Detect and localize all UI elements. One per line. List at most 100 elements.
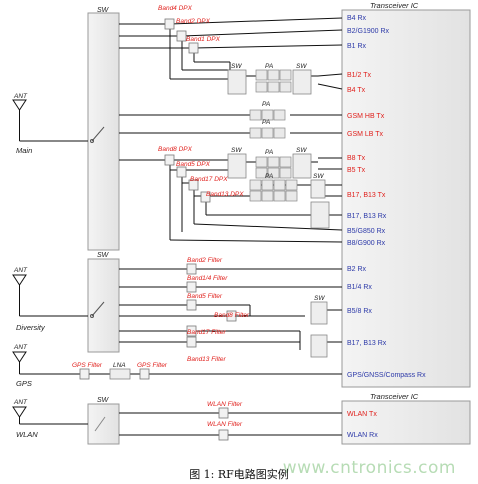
switch-wlan-symbol <box>94 416 106 432</box>
port-b2-g1900-rx: B2/G1900 Rx <box>347 28 390 35</box>
sw-pa-blocks <box>109 69 330 380</box>
dpx-band13-label: Band13 DPX <box>206 191 244 198</box>
port-b17-b13-tx: B17, B13 Tx <box>347 192 386 199</box>
sw-diversity-header: SW <box>97 252 110 259</box>
port-gsm-hb-tx: GSM HB Tx <box>347 113 385 120</box>
sw-wlan-block <box>87 403 120 445</box>
port-wlan-rx: WLAN Rx <box>347 432 378 439</box>
ant-label-diversity: ANT <box>13 267 28 274</box>
antenna-diversity-icon <box>12 274 88 317</box>
dpx-band8-label: Band8 DPX <box>158 146 193 153</box>
filter-band17-label: Band17 Filter <box>187 329 226 336</box>
ant-label-gps: ANT <box>13 344 28 351</box>
filter-band13-label: Band13 Filter <box>187 356 226 363</box>
sw-main-block <box>87 12 120 251</box>
filter-gps2-box <box>139 368 150 380</box>
ant-label-main: ANT <box>13 93 28 100</box>
filter-band2-box <box>186 263 197 275</box>
sw-label-5: SW <box>313 173 324 180</box>
filter-wlan2-label: WLAN Filter <box>207 421 243 428</box>
transceiver-wlan-block <box>341 400 471 445</box>
sw-block-4 <box>292 153 312 179</box>
dpx-band4-label: Band4 DPX <box>158 5 193 12</box>
sw-label-2: SW <box>296 63 307 70</box>
antenna-diversity-label: Diversity <box>16 323 46 332</box>
port-b1-rx: B1 Rx <box>347 43 367 50</box>
pa-label-2: PA <box>262 101 270 108</box>
port-b5-tx: B5 Tx <box>347 167 366 174</box>
port-b2-rx: B2 Rx <box>347 266 367 273</box>
transceiver-wlan-header: Transceiver IC <box>370 392 419 401</box>
antenna-gps-label: GPS <box>16 379 32 388</box>
antenna-wlan-label: WLAN <box>16 430 38 439</box>
port-b12-tx: B1/2 Tx <box>347 72 371 79</box>
filter-gps1-box <box>79 368 90 380</box>
pa-label-3: PA <box>262 119 270 126</box>
dpx-band2-label: Band2 DPX <box>176 18 211 25</box>
dpx-band13-box <box>200 191 211 203</box>
sw-block-5 <box>310 179 326 199</box>
sw-diversity-block <box>87 258 120 353</box>
dpx-band2-box <box>176 30 187 42</box>
sw-main-header: SW <box>97 7 110 14</box>
sw-block-7 <box>310 301 328 325</box>
filter-band17-box <box>186 325 197 337</box>
watermark: www.cntronics.com <box>282 458 456 478</box>
sw-label-4: SW <box>296 147 307 154</box>
port-b8-g900-rx: B8/G900 Rx <box>347 240 386 247</box>
filter-band5-box <box>186 299 197 311</box>
sw-label-1: SW <box>231 63 242 70</box>
lna-box <box>109 368 131 380</box>
antenna-wlan-icon <box>12 406 88 425</box>
port-b5-g850-rx: B5/G850 Rx <box>347 228 386 235</box>
pa-label-5: PA <box>265 173 273 180</box>
dpx-band17-label: Band17 DPX <box>190 176 228 183</box>
filter-wlan1-box <box>218 407 229 419</box>
transceiver-header: Transceiver IC <box>370 1 419 10</box>
antenna-main-icon <box>12 99 88 142</box>
pa-chains <box>249 69 298 202</box>
port-b58-rx: B5/8 Rx <box>347 308 372 315</box>
filter-b14-label: Band1/4 Filter <box>187 275 228 282</box>
filter-wlan2-box <box>218 429 229 441</box>
pa-label-4: PA <box>265 149 273 156</box>
lna-label: LNA <box>113 362 126 369</box>
port-b17-b13-rx: B17, B13 Rx <box>347 213 387 220</box>
dpx-band1-box <box>188 42 199 54</box>
ant-label-wlan: ANT <box>13 399 28 406</box>
sw-block-3 <box>227 153 247 179</box>
port-b17-b13-rx-div: B17, B13 Rx <box>347 340 387 347</box>
filter-band13-box <box>186 336 197 348</box>
filter-band2-label: Band2 Filter <box>187 257 223 264</box>
sw-wlan-header: SW <box>97 397 110 404</box>
sw-block-8 <box>310 334 328 358</box>
sw-label-3: SW <box>231 147 242 154</box>
sw-label-6: SW <box>314 295 325 302</box>
antenna-gps-icon <box>12 351 342 375</box>
transceiver-main-block <box>341 9 471 388</box>
port-b4-tx: B4 Tx <box>347 87 366 94</box>
port-b4-rx: B4 Rx <box>347 15 367 22</box>
sw-block-2 <box>292 69 312 95</box>
component-boxes <box>79 18 237 441</box>
sw-block-6 <box>310 201 330 229</box>
port-b8-tx: B8 Tx <box>347 155 366 162</box>
filter-band8-label: Band8 Filter <box>214 312 250 319</box>
filter-band8-box <box>226 310 237 322</box>
sw-block-1 <box>227 69 247 95</box>
dpx-band17-box <box>188 179 199 191</box>
dpx-band5-label: Band5 DPX <box>176 161 211 168</box>
dpx-band1-label: Band1 DPX <box>186 36 221 43</box>
filter-b14-box <box>186 281 197 293</box>
port-wlan-tx: WLAN Tx <box>347 411 377 418</box>
filter-gps2-label: GPS Filter <box>137 362 168 369</box>
dpx-band5-box <box>176 166 187 178</box>
port-b14-rx: B1/4 Rx <box>347 284 372 291</box>
dpx-band8-box <box>164 154 175 166</box>
antenna-main-label: Main <box>16 146 32 155</box>
filter-wlan1-label: WLAN Filter <box>207 401 243 408</box>
dpx-band4-box <box>164 18 175 30</box>
port-gsm-lb-tx: GSM LB Tx <box>347 131 384 138</box>
figure-caption: 图 1: RF电路图实例 <box>189 468 289 481</box>
